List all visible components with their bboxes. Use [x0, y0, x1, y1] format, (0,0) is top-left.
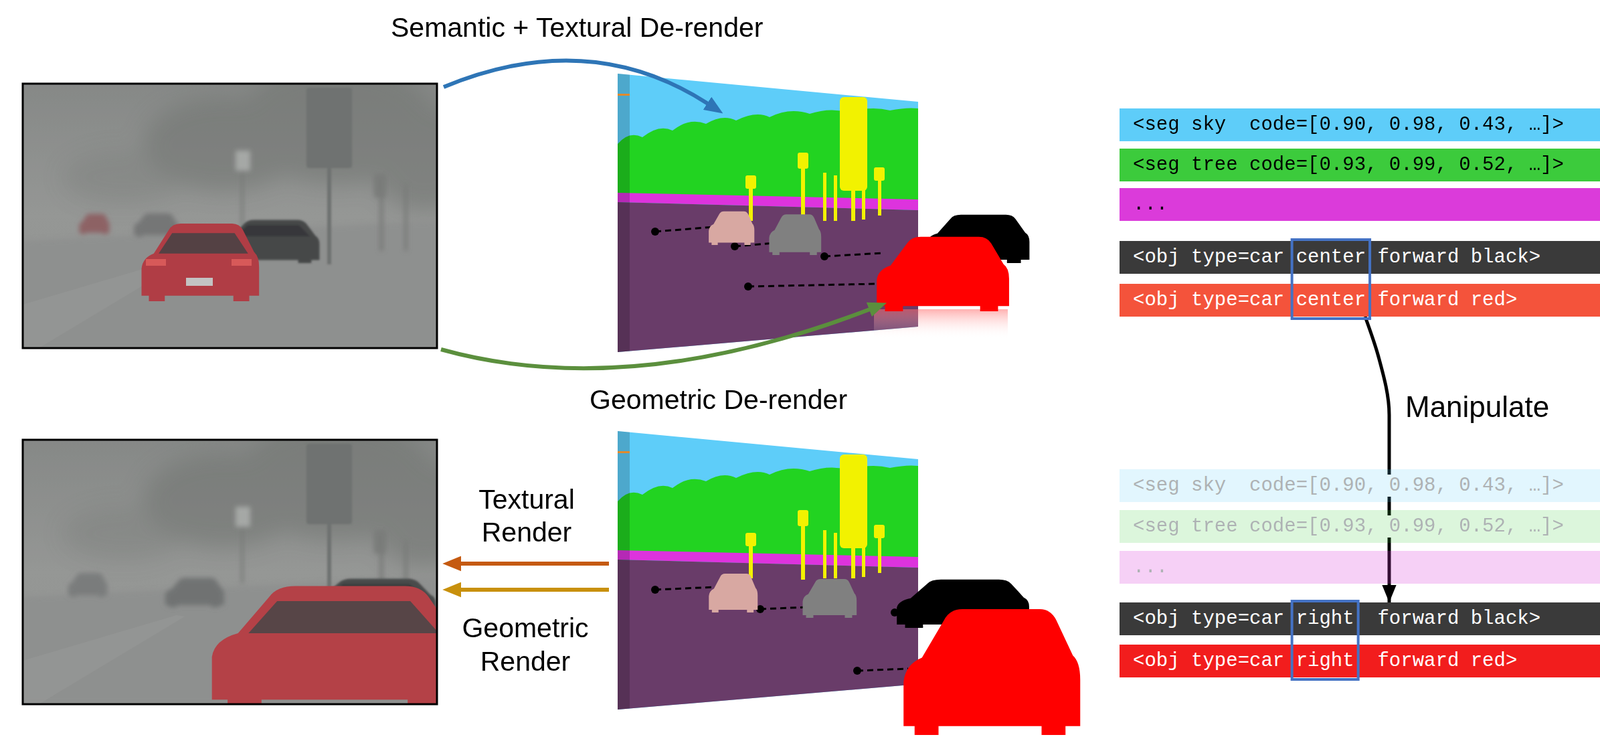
token-text: <seg tree code=[0.93, 0.99, 0.52, …]>	[1132, 153, 1564, 176]
token-highlight	[1292, 600, 1359, 680]
depth-dot	[651, 585, 660, 594]
token-text: ...	[1132, 556, 1168, 579]
process-label: Semantic + Textural De-render	[390, 11, 763, 45]
edge-label: Manipulate	[1405, 389, 1550, 425]
scene-layers	[615, 424, 924, 719]
output-photo	[22, 439, 437, 704]
token-text: <obj type=car right forward black>	[1132, 607, 1541, 630]
scene-layers	[873, 309, 1008, 339]
token-text: <obj type=car right forward red>	[1132, 649, 1518, 672]
depth-dot	[651, 227, 660, 236]
token-text: ...	[1132, 193, 1168, 216]
token-bar: <obj type=car right forward black>	[1119, 602, 1600, 636]
token-text: <seg sky code=[0.90, 0.98, 0.43, …]>	[1132, 113, 1564, 136]
token-text: <seg sky code=[0.90, 0.98, 0.43, …]>	[1132, 474, 1564, 497]
process-label: Geometric Render	[448, 610, 603, 678]
depth-line	[748, 283, 878, 287]
scene-layers	[615, 424, 1081, 735]
process-label: Geometric De-render	[589, 383, 848, 417]
scene-layers	[615, 66, 1030, 362]
depth-line	[655, 586, 715, 590]
process-label: Textural Render	[456, 483, 597, 549]
token-text: <obj type=car center forward black>	[1132, 246, 1541, 269]
token-highlight	[1292, 239, 1370, 319]
input-photo	[22, 83, 437, 348]
derender-arrow	[440, 309, 870, 369]
input-photo	[22, 83, 437, 348]
token-bar: <obj type=car center forward red>	[1119, 283, 1600, 317]
token-bar: ...	[1119, 188, 1600, 221]
depth-line	[824, 252, 883, 257]
depth-dot	[651, 585, 899, 675]
render-arrow	[460, 587, 609, 592]
token-bar: <seg sky code=[0.90, 0.98, 0.43, …]>	[1119, 108, 1600, 142]
scene-layers	[708, 573, 758, 613]
token-bar: ...	[1119, 550, 1600, 584]
render-arrow	[460, 561, 609, 566]
depth-line	[655, 226, 715, 232]
derender-arrow	[443, 60, 708, 104]
depth-dot	[730, 242, 739, 251]
scene-layers	[768, 214, 822, 255]
scene-layers	[708, 211, 755, 245]
token-bar: <obj type=car center forward black>	[1119, 240, 1600, 274]
token-text: <obj type=car center forward red>	[1132, 289, 1518, 312]
output-photo	[22, 439, 437, 704]
depth-dot	[744, 282, 753, 291]
token-bar: <seg tree code=[0.93, 0.99, 0.52, …]>	[1119, 148, 1600, 182]
depth-line	[857, 668, 909, 671]
depth-dot	[820, 252, 829, 261]
scene-layers	[876, 236, 1010, 312]
output-photo	[22, 439, 437, 704]
photo-frame	[22, 83, 437, 348]
depth-dot	[853, 666, 862, 675]
depth-line	[655, 226, 883, 287]
token-text: <seg tree code=[0.93, 0.99, 0.52, …]>	[1132, 515, 1564, 538]
token-bar: <obj type=car right forward red>	[1119, 644, 1600, 678]
depth-line	[760, 606, 807, 609]
token-bar: <seg sky code=[0.90, 0.98, 0.43, …]>	[1119, 469, 1600, 502]
scene-layers	[903, 608, 1081, 735]
scene-layers	[803, 578, 858, 618]
input-photo	[22, 83, 437, 348]
token-bar: <seg tree code=[0.93, 0.99, 0.52, …]>	[1119, 509, 1600, 543]
photo-frame	[22, 439, 437, 704]
